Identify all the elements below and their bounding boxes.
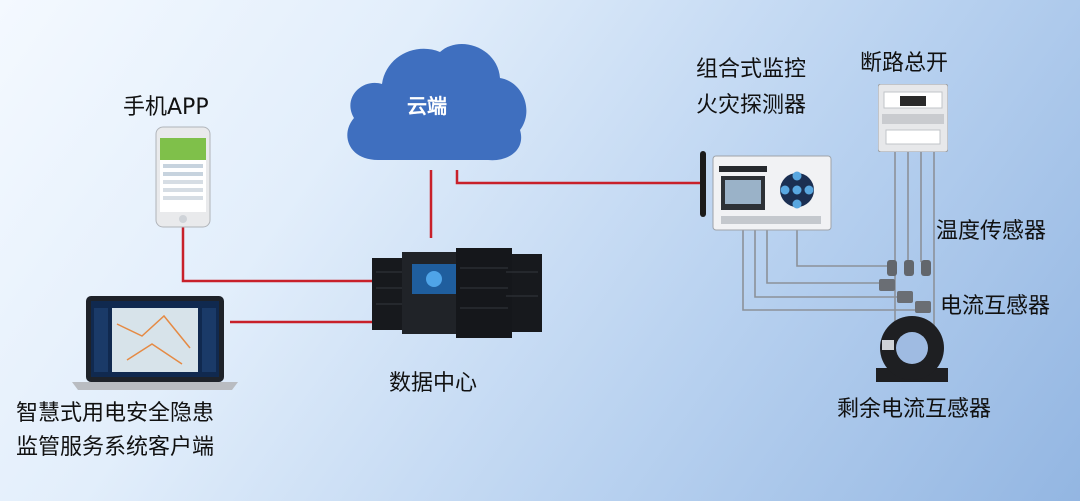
detector-label-line2: 火灾探测器 [696,93,807,118]
cloud-detector-link [455,170,700,185]
client-label-line1: 智慧式用电安全隐患 [16,401,215,426]
current-transformer-label: 电流互感器 [940,294,1051,319]
phone-icon [155,126,211,228]
laptop-icon [72,296,238,390]
cloud-label: 云端 [407,94,447,118]
client-label-line2: 监管服务系统客户端 [16,435,215,460]
temperature-sensor-label: 温度传感器 [936,219,1047,244]
circuit-breaker-icon [878,84,948,152]
server-rack-icon [372,248,542,338]
temperature-sensor-icon [887,260,931,276]
current-transformer-icon [879,279,931,313]
detector-label-line1: 组合式监控 [696,57,807,82]
residual-current-transformer-icon [876,316,948,382]
cloud-icon [347,44,527,161]
sensor-wires [742,147,935,340]
datacenter-label: 数据中心 [389,371,478,396]
fire-detector-icon [700,151,832,231]
phone-datacenter-link [181,226,378,283]
breaker-label: 断路总开 [860,51,949,76]
residual-transformer-label: 剩余电流互感器 [837,397,992,422]
phone-label: 手机APP [123,95,209,120]
